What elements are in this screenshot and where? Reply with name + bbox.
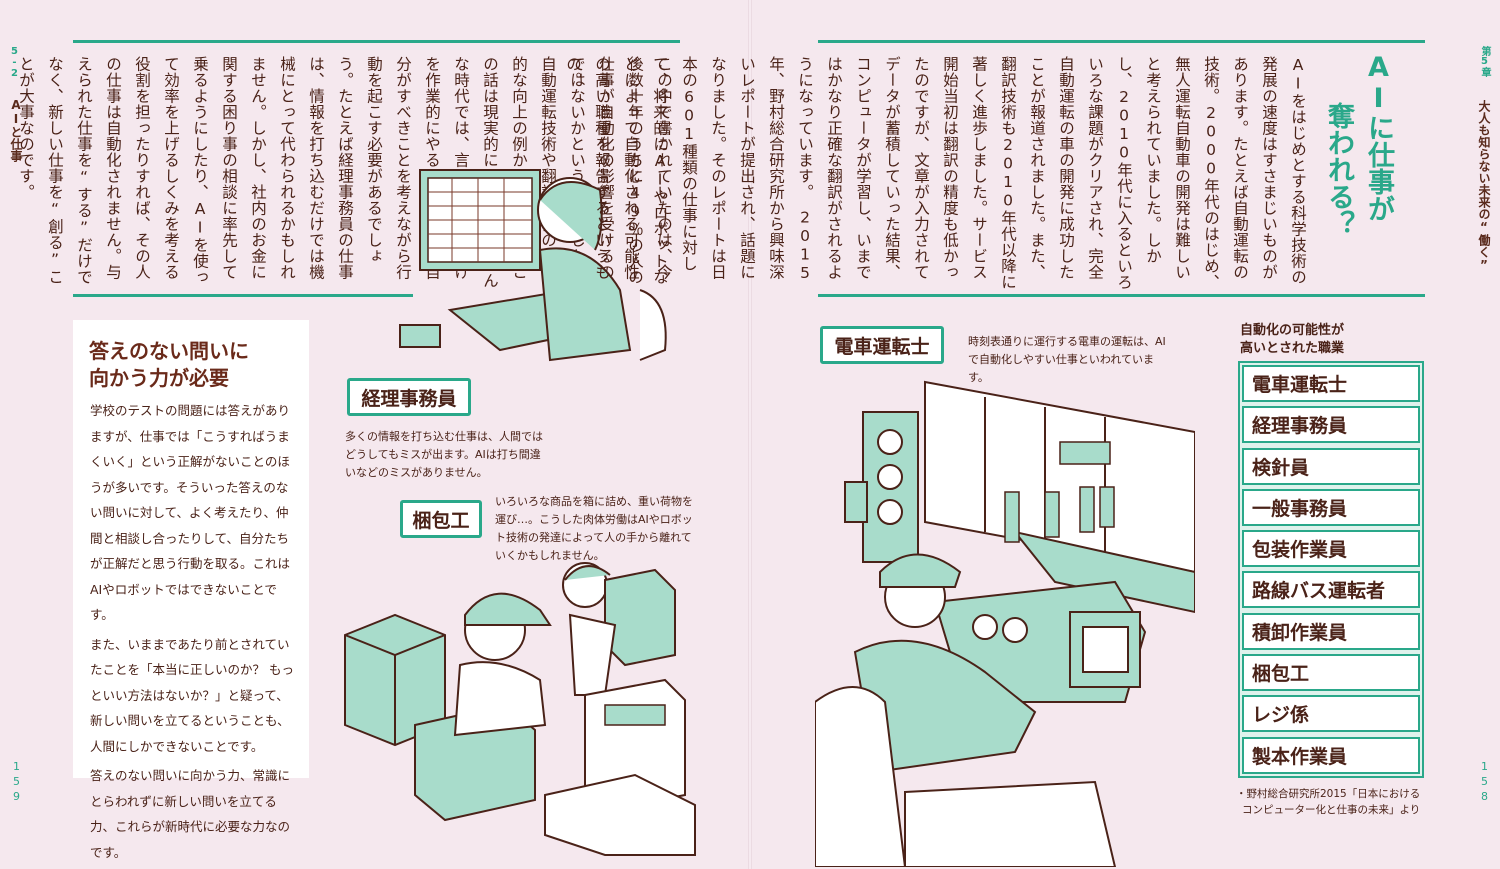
job-item: 梱包工 bbox=[1242, 654, 1420, 692]
job-item: 電車運転士 bbox=[1242, 365, 1420, 402]
right-side-chapter: 第5章 bbox=[1479, 46, 1490, 77]
left-bottom-rule bbox=[73, 294, 413, 297]
job-item: 包装作業員 bbox=[1242, 530, 1420, 568]
job-item: 経理事務員 bbox=[1242, 406, 1420, 444]
column-paragraph-3: 答えのない問いに向かう力、常識にとらわれずに新しい問いを立てる力、これらが新時代… bbox=[90, 768, 291, 860]
column-body: 学校のテストの問題には答えがありますが、仕事では「こうすればうまくいく」という正… bbox=[90, 398, 298, 865]
column-title-line2: 向かう力が必要 bbox=[89, 366, 229, 390]
job-item: 製本作業員 bbox=[1242, 736, 1420, 774]
page-gutter bbox=[748, 0, 752, 869]
right-bottom-rule bbox=[818, 294, 1425, 297]
source-line1: ・野村総合研究所2015「日本における bbox=[1236, 788, 1421, 800]
column-paragraph-1: 学校のテストの問題には答えがありますが、仕事では「こうすればうまくいく」という正… bbox=[90, 403, 291, 622]
source-line2: コンピューター化と仕事の未来」より bbox=[1242, 804, 1421, 816]
job-list: 電車運転士 経理事務員 検針員 一般事務員 包装作業員 路線バス運転者 積卸作業… bbox=[1238, 361, 1424, 778]
job-list-title: 自動化の可能性が 高いとされた職業 bbox=[1240, 322, 1344, 358]
right-body-text: AIをはじめとする科学技術の発展の速度はすさまじいものがあります。たとえば自動運… bbox=[564, 56, 1307, 290]
label-packing: 梱包工 bbox=[400, 500, 482, 538]
caption-packing: いろいろな商品を箱に詰め、重い荷物を運び…。こうした肉体労働はAIやロボット技術… bbox=[495, 495, 693, 562]
accounting-illustration bbox=[399, 169, 667, 362]
column-paragraph-2: また、いままであたり前とされていたことを「本当に正しいのか？ もっといい方法はな… bbox=[90, 636, 294, 754]
right-heading-line1: AIに仕事が bbox=[1363, 52, 1394, 222]
right-top-rule bbox=[818, 40, 1425, 43]
column-box bbox=[73, 320, 309, 778]
train-illustration bbox=[815, 380, 1195, 867]
right-side-title: 大人も知らない未来の“働く” bbox=[1477, 100, 1491, 272]
job-item: 検針員 bbox=[1242, 447, 1420, 485]
right-page-number: 158 bbox=[1478, 760, 1491, 805]
caption-accounting: 多くの情報を打ち込む仕事は、人間ではどうしてもミスが出ます。AIは打ち間違いなど… bbox=[345, 430, 543, 479]
job-item: 一般事務員 bbox=[1242, 488, 1420, 526]
left-page-number: 159 bbox=[10, 760, 23, 805]
right-heading-line2: 奪われる？ bbox=[1323, 102, 1354, 237]
source-note: ・野村総合研究所2015「日本における コンピューター化と仕事の未来」より bbox=[1236, 786, 1420, 818]
job-item: 積卸作業員 bbox=[1242, 612, 1420, 650]
column-title: 答えのない問いに 向かう力が必要 bbox=[89, 338, 249, 392]
caption-train: 時刻表通りに運行する電車の運転は、AIで自動化しやすい仕事といわれています。 bbox=[968, 335, 1166, 384]
job-item: レジ係 bbox=[1242, 695, 1420, 733]
label-train: 電車運転士 bbox=[820, 326, 944, 364]
job-list-title-line1: 自動化の可能性が bbox=[1240, 323, 1345, 338]
left-side-title: AIと仕事 bbox=[9, 98, 23, 162]
job-list-title-line2: 高いとされた職業 bbox=[1240, 341, 1345, 356]
column-title-line1: 答えのない問いに bbox=[89, 339, 249, 363]
left-top-rule bbox=[73, 40, 680, 43]
job-item: 路線バス運転者 bbox=[1242, 571, 1420, 609]
label-accounting: 経理事務員 bbox=[347, 378, 471, 416]
right-heading: AIに仕事が 奪われる？ bbox=[1318, 52, 1398, 292]
packing-illustration bbox=[344, 562, 696, 856]
left-side-chapter: 5-2 bbox=[9, 46, 20, 79]
